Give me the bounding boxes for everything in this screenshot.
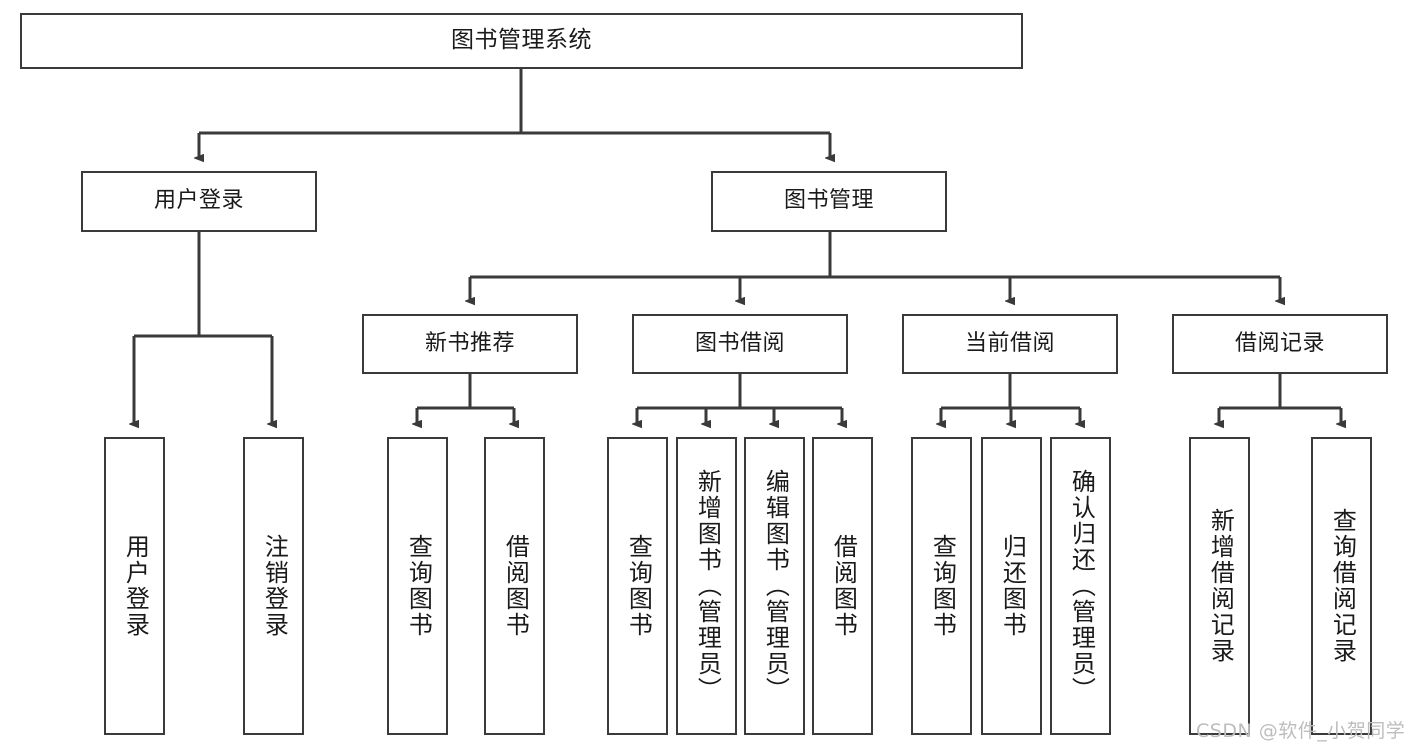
node-leaf-edit-book-admin[interactable]: 编辑图书（管理员） [744,437,805,735]
node-book-borrow[interactable]: 图书借阅 [632,314,848,374]
node-leaf-user-logout[interactable]: 注销登录 [243,437,304,735]
node-label: 编辑图书（管理员） [761,469,790,703]
node-label: 图书管理 [783,188,874,214]
node-leaf-confirm-return-admin[interactable]: 确认归还（管理员） [1050,437,1111,735]
node-label: 新增借阅记录 [1206,508,1235,664]
node-label: 用户登录 [121,534,150,638]
node-book-management[interactable]: 图书管理 [711,171,947,232]
node-label: 借阅记录 [1234,330,1325,356]
node-label: 查询借阅记录 [1328,508,1357,664]
node-label: 查询图书 [928,534,957,638]
node-label: 用户登录 [153,188,244,214]
node-label: 图书管理系统 [451,27,592,54]
node-label: 新书推荐 [424,330,515,356]
node-leaf-query-book-recommend[interactable]: 查询图书 [387,437,448,735]
node-user-login[interactable]: 用户登录 [81,171,317,232]
node-label: 当前借阅 [964,330,1055,356]
node-leaf-add-book-admin[interactable]: 新增图书（管理员） [676,437,737,735]
node-root-system[interactable]: 图书管理系统 [20,13,1023,69]
node-label: 确认归还（管理员） [1067,469,1096,703]
node-leaf-query-book-current[interactable]: 查询图书 [911,437,972,735]
node-borrow-record[interactable]: 借阅记录 [1172,314,1388,374]
csdn-watermark: CSDN @软件_小贺同学 [1196,720,1405,742]
node-leaf-query-book-borrow[interactable]: 查询图书 [607,437,668,735]
node-label: 注销登录 [260,534,289,638]
node-new-book-recommend[interactable]: 新书推荐 [362,314,578,374]
node-leaf-borrow-book-recommend[interactable]: 借阅图书 [484,437,545,735]
node-leaf-borrow-book[interactable]: 借阅图书 [812,437,873,735]
node-label: 借阅图书 [829,534,858,638]
node-leaf-query-borrow-record[interactable]: 查询借阅记录 [1311,437,1372,735]
node-label: 借阅图书 [501,534,530,638]
node-label: 新增图书（管理员） [693,469,722,703]
node-current-borrow[interactable]: 当前借阅 [902,314,1118,374]
node-label: 查询图书 [624,534,653,638]
node-label: 图书借阅 [694,330,785,356]
node-leaf-add-borrow-record[interactable]: 新增借阅记录 [1189,437,1250,735]
node-leaf-user-login[interactable]: 用户登录 [104,437,165,735]
node-label: 查询图书 [404,534,433,638]
node-leaf-return-book[interactable]: 归还图书 [981,437,1042,735]
node-label: 归还图书 [998,534,1027,638]
